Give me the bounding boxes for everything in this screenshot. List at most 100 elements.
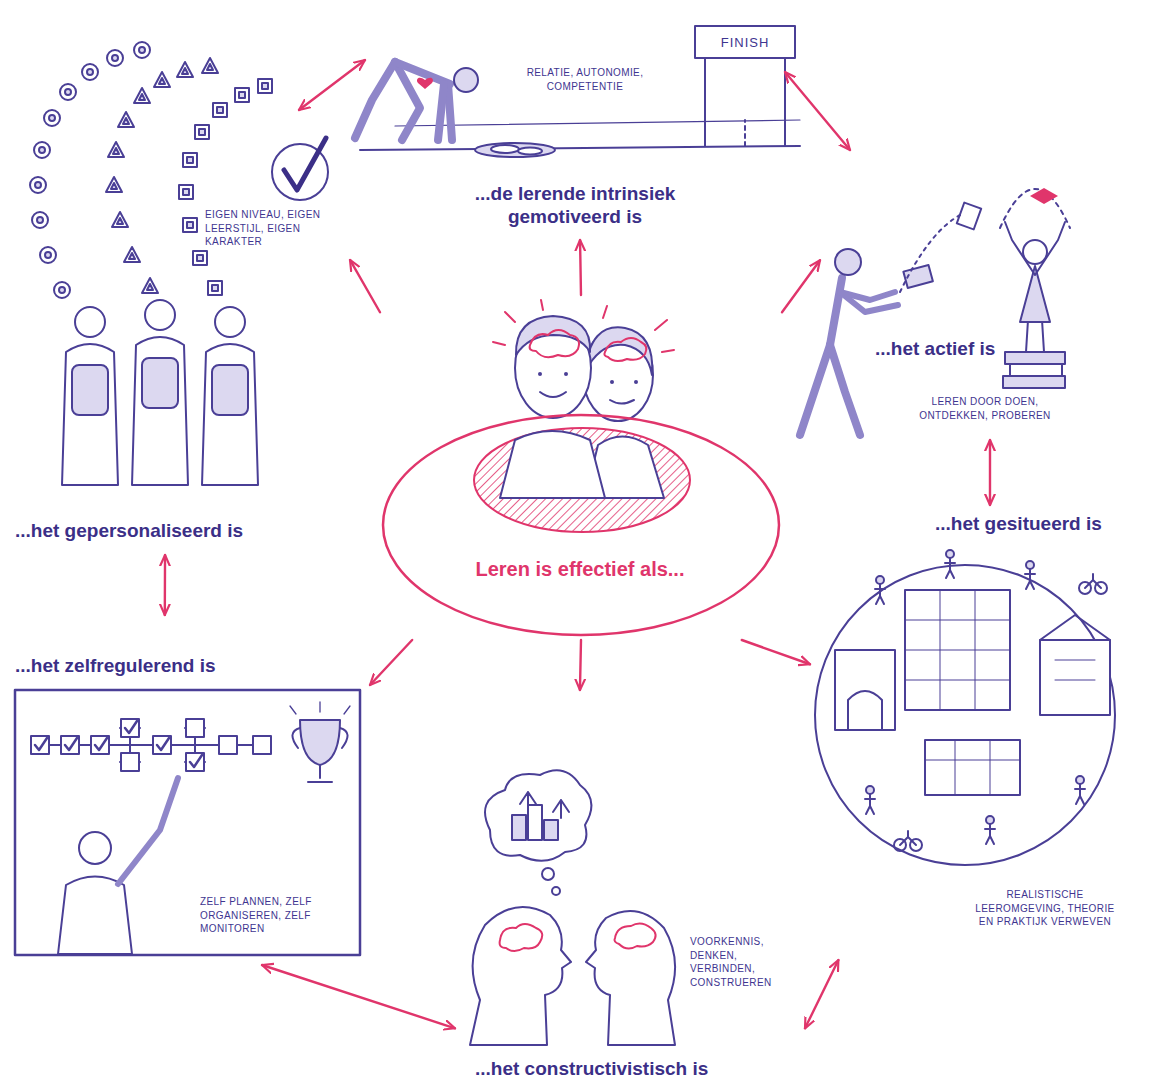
runner-illustration [417,78,433,89]
campus-illustration [925,740,1020,795]
campus-illustration [894,831,922,851]
campus-illustration [1055,660,1095,680]
link-arrow [262,965,455,1028]
campus-illustration [945,550,955,578]
thinking-heads [512,815,526,840]
thinking-heads [542,868,554,880]
runner-illustration [355,62,395,138]
ellipse-outline [380,295,782,640]
planning-board [186,753,204,771]
students-illustration [34,142,50,158]
principle-heading: ...het constructivistisch is [475,1058,708,1081]
center-heads [540,392,566,397]
planning-board [40,728,270,762]
handwritten-caption: LEREN DOOR DOEN, ONTDEKKEN, PROBEREN [905,395,1065,422]
link-arrow [989,440,991,505]
juggling-illustration [835,249,861,275]
check-symbol [284,138,326,190]
planning-board [292,728,347,782]
center-ellipse: Leren is effectief als... [380,295,782,640]
juggling-illustration [800,188,1070,435]
juggling-illustration [1000,189,1070,228]
students-illustration [107,50,123,66]
planning-board [300,720,340,765]
finish-sign [695,26,795,146]
thinking-heads [552,887,560,895]
students-illustration [183,153,197,167]
runner-illustration [395,120,800,126]
principle-heading: ...het gepersonaliseerd is [15,520,243,543]
students-illustration [82,64,98,80]
planning-board [61,736,79,754]
runner-illustration [491,145,519,153]
campus-illustration [815,550,1115,865]
planning-board [15,690,360,955]
thinking-heads [485,770,591,861]
campus-illustration [905,590,1010,710]
juggling-illustration [830,278,842,345]
finish-sign [744,120,746,146]
principle-heading: ...het gesitueerd is [935,513,1102,536]
principle-group: VOORKENNIS, DENKEN, VERBINDEN, CONSTRUER… [455,690,805,1088]
juggling-illustration [1003,376,1065,388]
students-illustration [177,62,193,77]
students-illustration [30,177,46,193]
campus-illustration [865,786,875,814]
students-illustration [54,282,70,298]
juggling-illustration [830,345,860,435]
students-illustration [235,88,249,102]
center-statement: Leren is effectief als... [380,557,780,581]
students-illustration [108,142,124,157]
principle-group: ...het gesitueerd isREALISTISCHE LEEROMG… [810,505,1165,960]
planning-board [290,702,350,714]
center-heads [530,330,579,357]
link-arrow [782,260,820,312]
planning-board [15,690,360,955]
students-illustration [40,247,56,263]
campus-illustration [1075,776,1085,804]
students-illustration [208,281,222,295]
students-illustration [215,307,245,337]
center-heads [474,428,690,532]
link-arrow [370,640,412,685]
campus-illustration [815,565,1115,865]
thinking-heads [500,924,543,951]
students-illustration [72,365,108,415]
students-illustration [124,247,140,262]
handwritten-caption: EIGEN NIVEAU, EIGEN LEERSTIJL, EIGEN KAR… [205,208,340,249]
link-arrow [579,240,582,295]
students-illustration [30,42,272,485]
center-heads [585,327,652,375]
finish-sign [695,26,795,58]
handwritten-caption: RELATIE, AUTONOMIE, COMPETENTIE [515,66,655,93]
thinking-heads [470,770,675,1045]
students-illustration [258,79,272,93]
runner-illustration [518,148,542,155]
runner-illustration [454,68,478,92]
finish-sign [705,58,785,146]
planning-board [121,753,139,771]
juggling-illustration [900,214,962,292]
link-arrow [299,60,365,110]
principle-group: EIGEN NIVEAU, EIGEN LEERSTIJL, EIGEN KAR… [10,110,350,555]
campus-illustration [1025,561,1035,589]
link-arrow [785,72,850,150]
students-illustration [195,125,209,139]
planning-board [219,736,237,754]
juggling-illustration [840,292,898,312]
students-illustration [118,112,134,127]
principle-heading: ...de lerende intrinsiek gemotiveerd is [425,183,725,229]
students-illustration [212,365,248,415]
center-heads [564,372,568,376]
students-illustration [44,110,60,126]
planning-board [186,719,204,737]
campus-illustration [925,740,1020,795]
students-illustration [179,185,193,199]
center-heads [493,300,674,352]
students-illustration [32,212,48,228]
center-heads [610,380,614,384]
center-heads [538,372,542,376]
link-arrow [164,555,167,615]
students-illustration [75,307,105,337]
